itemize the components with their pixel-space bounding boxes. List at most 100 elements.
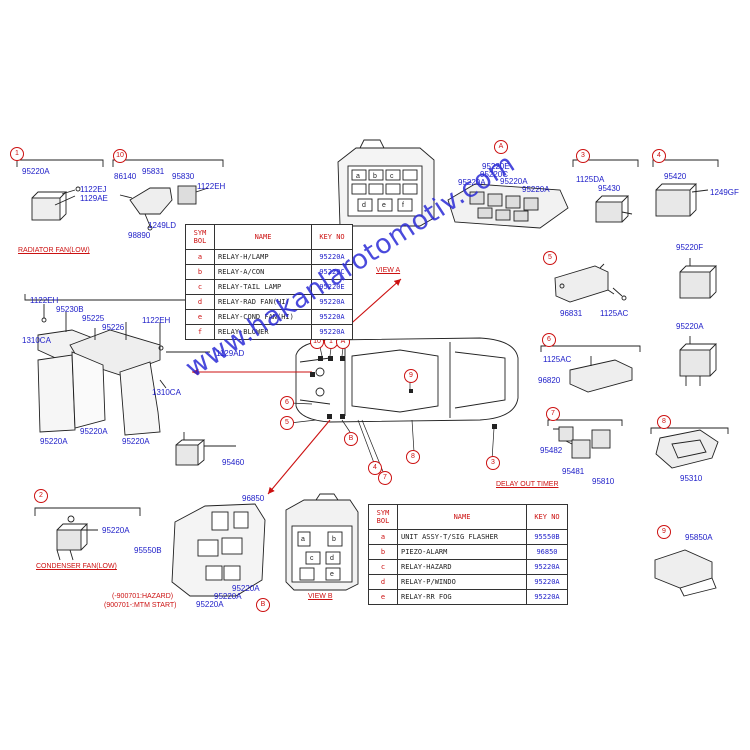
key-95220a-b3: 95220A — [196, 600, 224, 609]
caption-radiator-fan: RADIATOR FAN(LOW) — [18, 247, 90, 254]
callout-5: 5 — [543, 251, 557, 265]
table-b-header-symbol: SYM BOL — [368, 504, 398, 530]
key-1125da: 1125DA — [576, 175, 605, 184]
fuse-letter-d: d — [362, 202, 366, 209]
group6-drawing — [540, 345, 641, 393]
key-95220e: 95220E — [482, 162, 510, 171]
view-a-label: VIEW A — [376, 267, 401, 274]
key-95220a-l1: 95220A — [40, 437, 68, 446]
table-b-name: RELAY-HAZARD — [397, 559, 527, 575]
table-a-header-symbol: SYM BOL — [185, 224, 215, 250]
key-1129ae: 1129AE — [80, 194, 108, 203]
viewb-letter-c: c — [310, 555, 314, 562]
callout-8: 8 — [657, 415, 671, 429]
group7-drawing — [547, 419, 623, 459]
group8-drawing — [650, 427, 729, 469]
key-95220a-a2: 95220A — [500, 177, 528, 186]
leader-view-b — [267, 419, 331, 495]
key-1122eh-l2: 1122EH — [142, 316, 171, 325]
viewb-box-drawing — [285, 493, 359, 591]
view-b-label: VIEW B — [308, 593, 333, 600]
key-1122eh: 1122EH — [197, 182, 226, 191]
table-a-sym: c — [185, 279, 215, 295]
car-callout-6: 6 — [280, 396, 294, 410]
car-callout-7: 7 — [378, 471, 392, 485]
key-95810: 95810 — [592, 477, 615, 486]
key-95220c: 95220C — [480, 170, 509, 179]
group1-drawing — [16, 159, 104, 221]
key-95225: 95225 — [82, 314, 105, 323]
key-95226: 95226 — [102, 323, 125, 332]
table-b-sym: e — [368, 589, 398, 605]
callout-2: 2 — [34, 489, 48, 503]
group3-drawing — [572, 159, 639, 223]
key-95220a-a1: 95220A — [458, 178, 486, 187]
car-callout-5: 5 — [280, 416, 294, 430]
bottom-relay-block-drawing — [171, 503, 266, 597]
group9-drawing — [654, 549, 717, 597]
key-95850a: 95850A — [685, 533, 713, 542]
table-b-name: PIEZO-ALARM — [397, 544, 527, 560]
key-1125ac-g6: 1125AC — [543, 355, 572, 364]
key-95310: 95310 — [680, 474, 703, 483]
key-95550b: 95550B — [134, 546, 162, 555]
table-b-sym: a — [368, 529, 398, 545]
key-95220a: 95220A — [22, 167, 50, 176]
table-a-key: 95220A — [311, 324, 353, 340]
fuse-letter-c: c — [390, 173, 394, 180]
note-hazard: (-900701:HAZARD) — [112, 593, 174, 600]
key-95430: 95430 — [598, 184, 621, 193]
group10-drawing — [112, 159, 224, 231]
table-b-name: UNIT ASSY-T/SIG FLASHER — [397, 529, 527, 545]
table-b-name: RELAY-P/WINDO — [397, 574, 527, 590]
key-86140: 86140 — [114, 172, 137, 181]
callout-4: 4 — [652, 149, 666, 163]
table-b-sym: b — [368, 544, 398, 560]
key-95220a-b2: 95220A — [214, 592, 242, 601]
table-a-sym: a — [185, 249, 215, 265]
fuse-letter-b: b — [373, 173, 377, 180]
callout-6: 6 — [542, 333, 556, 347]
caption-delay-out-timer: DELAY OUT TIMER — [496, 481, 559, 488]
table-a-sym: e — [185, 309, 215, 325]
note-mtm-start: (900701-:MTM START) — [104, 602, 177, 609]
key-95481: 95481 — [562, 467, 585, 476]
car-callout-3: 3 — [486, 456, 500, 470]
fuse-letter-e: e — [382, 202, 386, 209]
key-95831: 95831 — [142, 167, 165, 176]
key-96831: 96831 — [560, 309, 583, 318]
key-1249ld: 1249LD — [148, 221, 177, 230]
viewb-letter-b: b — [332, 536, 336, 543]
table-b-key: 95550B — [526, 529, 568, 545]
key-1129ad: 1129AD — [216, 349, 245, 358]
key-95230b: 95230B — [56, 305, 84, 314]
table-a-name: RELAY-A/CON — [214, 264, 312, 280]
table-a-sym: d — [185, 294, 215, 310]
table-a-name: RELAY-H/LAMP — [214, 249, 312, 265]
table-a-key: 95220A — [311, 309, 353, 325]
key-1249gf: 1249GF — [710, 188, 739, 197]
fuse-letter-a: a — [356, 173, 360, 180]
callout-10: 10 — [113, 149, 127, 163]
key-1310ca-l1: 1310CA — [22, 336, 51, 345]
callout-a-top: A — [494, 140, 508, 154]
key-96820: 96820 — [538, 376, 561, 385]
callout-9: 9 — [657, 525, 671, 539]
key-95220f: 95220F — [676, 243, 704, 252]
table-b-key: 96850 — [526, 544, 568, 560]
key-95830: 95830 — [172, 172, 195, 181]
key-1310ca-l2: 1310CA — [152, 388, 181, 397]
key-1122ej: 1122EJ — [80, 185, 107, 194]
key-1122eh-l1: 1122EH — [30, 296, 59, 305]
table-b-header-key: KEY NO — [526, 504, 568, 530]
fuse-letter-f: f — [402, 202, 404, 209]
table-b-name: RELAY-RR FOG — [397, 589, 527, 605]
table-b-key: 95220A — [526, 559, 568, 575]
key-95220a-l2: 95220A — [80, 427, 108, 436]
